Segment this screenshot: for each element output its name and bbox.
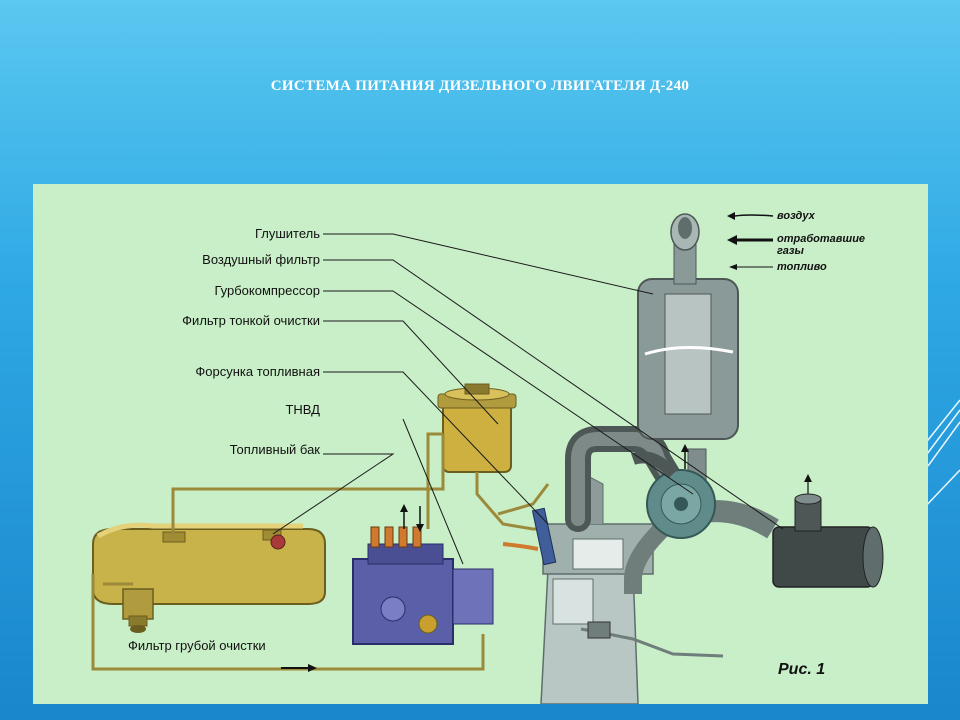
label-pump: ТНВД [285, 402, 320, 417]
arrow-left-icon [727, 212, 774, 220]
engine-sensor [580, 621, 724, 658]
label-fuel-tank: Топливный бак [230, 442, 321, 457]
arrow-up-icon [400, 504, 408, 529]
label-coarse-filter: Фильтр грубой очистки [128, 638, 266, 653]
arrow-right-icon [281, 664, 317, 672]
leader-lines [272, 233, 784, 565]
legend-exhaust-2: газы [777, 245, 804, 257]
label-air-filter: Воздушный фильтр [202, 252, 320, 267]
legend-fuel: топливо [777, 261, 827, 273]
arrow-up-icon [681, 444, 689, 469]
fuel-system-diagram: Глушитель Воздушный фильтр Гурбокомпресс… [91, 210, 884, 704]
legend: воздух отработавшие газы топливо [727, 210, 865, 273]
label-turbocharger: Гурбокомпрессор [214, 283, 320, 298]
arrow-left-icon [729, 264, 773, 270]
muffler [637, 213, 739, 495]
coarse-filter [122, 588, 154, 633]
slide-title: СИСТЕМА ПИТАНИЯ ДИЗЕЛЬНОГО ЛВИГАТЕЛЯ Д-2… [270, 78, 690, 94]
arrow-up-icon [804, 474, 812, 494]
fine-filter [437, 383, 517, 473]
legend-air: воздух [777, 210, 816, 222]
arrow-down-icon [416, 506, 424, 532]
turbocharger [624, 451, 779, 594]
label-injector: Форсунка топливная [195, 364, 320, 379]
fuel-system-figure: Глушитель Воздушный фильтр Гурбокомпресс… [33, 184, 928, 704]
label-fine-filter: Фильтр тонкой очистки [182, 313, 320, 328]
legend-exhaust-1: отработавшие [777, 233, 865, 245]
fuel-injector [502, 507, 557, 566]
figure-caption: Рис. 1 [778, 661, 825, 678]
exhaust-manifold [565, 426, 686, 532]
injection-pump [352, 526, 494, 645]
arrow-left-icon [727, 235, 773, 245]
air-filter [772, 493, 884, 588]
label-muffler: Глушитель [255, 226, 320, 241]
